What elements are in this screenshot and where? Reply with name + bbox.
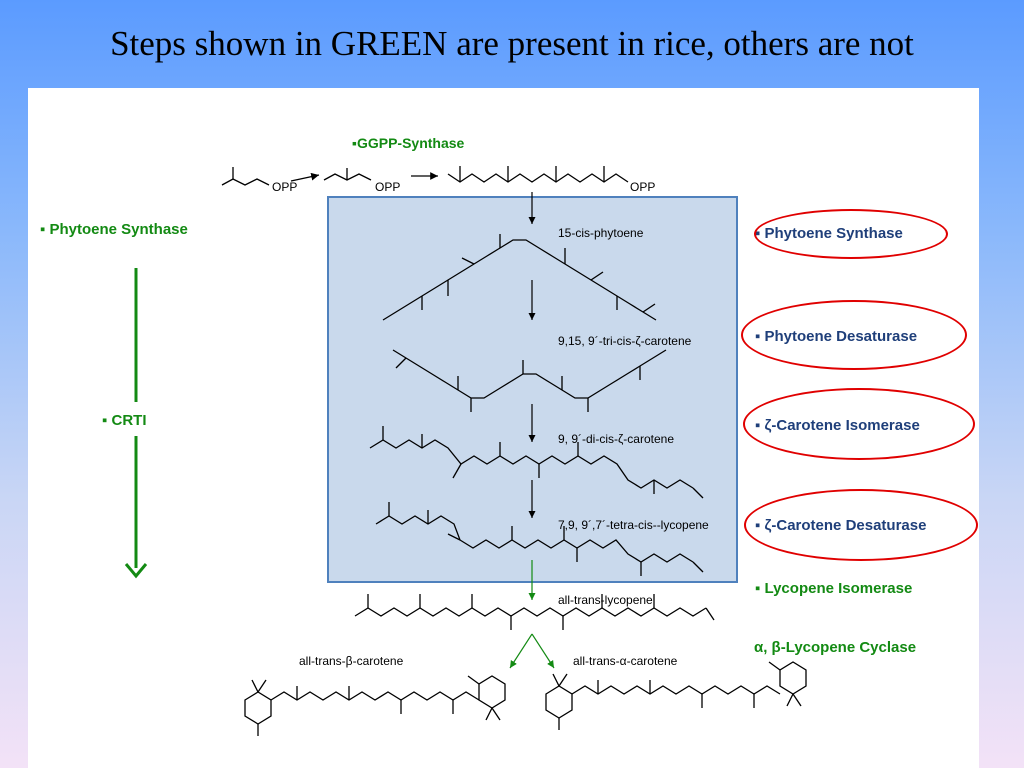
highlight-ellipse <box>743 388 975 460</box>
beta-carotene-structure <box>244 675 506 736</box>
tetra-cis-lycopene-structure <box>375 502 704 576</box>
dmapp-structure <box>323 168 372 181</box>
alpha-carotene-label: all-trans-α-carotene <box>573 654 678 668</box>
phytoene-label: 15-cis-phytoene <box>558 226 644 240</box>
beta-carotene-label: all-trans-β-carotene <box>299 654 404 668</box>
pathway-diagram: ▪GGPP-Synthase ▪ Phytoene Synthase ▪ CRT… <box>28 88 979 768</box>
ggpp-structure <box>447 166 629 183</box>
reaction-arrow <box>531 633 555 669</box>
opp-label: OPP <box>630 180 656 194</box>
ipp-structure <box>221 167 270 186</box>
highlight-ellipse <box>744 489 978 561</box>
highlight-ellipse <box>741 300 967 370</box>
crti-arrow-head <box>124 563 148 579</box>
slide-title: Steps shown in GREEN are present in rice… <box>110 24 914 63</box>
all-trans-lycopene-label: all-trans-lycopene <box>558 593 653 607</box>
di-cis-zeta-carotene-label: 9, 9´-di-cis-ζ-carotene <box>558 432 674 446</box>
alpha-carotene-structure <box>545 661 807 730</box>
lycopene-cyclase-label: α, β-Lycopene Cyclase <box>754 639 917 656</box>
tri-cis-zeta-carotene-label: 9,15, 9´-tri-cis-ζ-carotene <box>558 334 692 348</box>
pathway-drawing <box>124 166 807 736</box>
highlight-ellipse <box>754 209 948 259</box>
di-cis-zeta-carotene-structure <box>369 426 704 499</box>
phytoene-synthase-label-left: ▪ Phytoene Synthase <box>40 221 188 238</box>
tri-cis-zeta-carotene-structure <box>392 349 667 412</box>
tetra-cis-lycopene-label: 7,9, 9´,7´-tetra-cis--lycopene <box>558 518 709 532</box>
phytoene-structure <box>382 234 657 321</box>
all-trans-lycopene-structure <box>354 594 715 630</box>
opp-label: OPP <box>272 180 298 194</box>
crti-label: ▪ CRTI <box>102 412 147 429</box>
opp-label: OPP <box>375 180 401 194</box>
rice-absent-steps-box <box>327 196 738 583</box>
reaction-arrow <box>509 633 533 669</box>
ggpp-synthase-label: ▪GGPP-Synthase <box>352 135 465 151</box>
reaction-arrow <box>290 172 320 182</box>
lycopene-isomerase-label: ▪ Lycopene Isomerase <box>755 580 913 597</box>
